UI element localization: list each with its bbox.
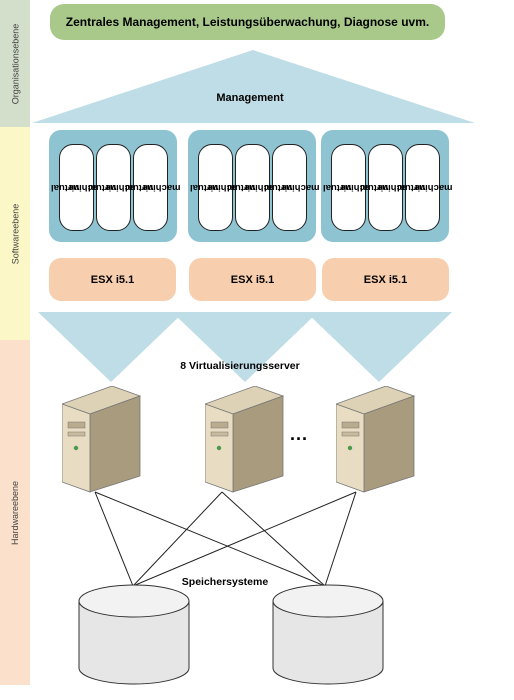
esx-hypervisor-box: ESX i5.1 (189, 258, 316, 301)
central-management-text: Zentrales Management, Leistungsüberwachu… (65, 15, 430, 29)
storage-disk-icon (78, 584, 190, 685)
storage-disk-icon (272, 584, 384, 685)
servers-label: 8 Virtualisierungsserver (180, 360, 300, 372)
funnel-triangle (38, 312, 184, 382)
esx-hypervisor-box: ESX i5.1 (322, 258, 449, 301)
organization-layer-band (0, 0, 30, 127)
software-layer-band (0, 127, 30, 340)
server-icon (62, 386, 142, 493)
servers-ellipsis: ... (290, 424, 309, 444)
management-label: Management (216, 92, 284, 104)
esx-hypervisor-box: ESX i5.1 (49, 258, 176, 301)
esx-label: ESX i5.1 (363, 273, 408, 286)
esx-label: ESX i5.1 (90, 273, 135, 286)
central-management-banner: Zentrales Management, Leistungsüberwachu… (50, 4, 445, 40)
esx-label: ESX i5.1 (230, 273, 275, 286)
funnel-triangle (306, 312, 452, 382)
storage-label: Speichersysteme (181, 576, 269, 588)
server-icon (336, 386, 416, 493)
hardware-layer-band (0, 340, 30, 685)
management-roof (32, 50, 475, 123)
funnel-triangle (172, 312, 318, 382)
server-icon (205, 386, 285, 493)
